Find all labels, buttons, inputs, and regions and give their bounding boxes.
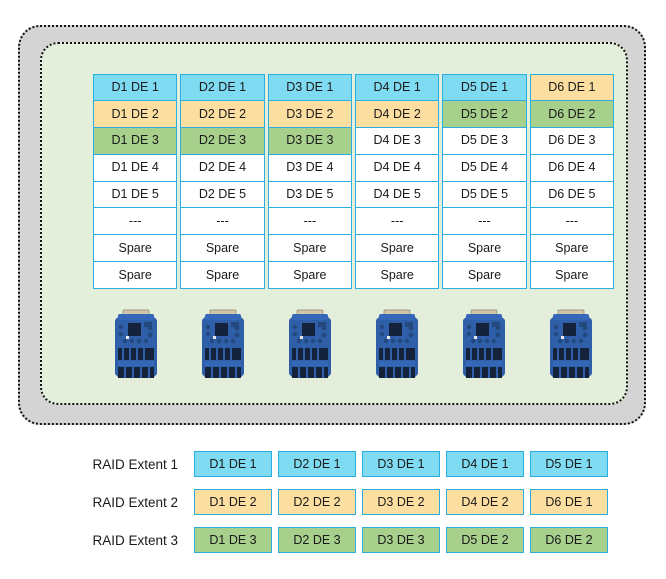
disk-extent-cell[interactable]: --- (267, 207, 352, 236)
raid-extent-label: RAID Extent 1 (92, 456, 178, 472)
disk-drive-icon (202, 309, 245, 378)
raid-extent-member-cell[interactable]: D1 DE 2 (194, 489, 272, 515)
drive-slot-d1[interactable] (93, 308, 180, 386)
disk-extent-cell[interactable]: D5 DE 1 (442, 74, 527, 101)
drive-slot-d2[interactable] (180, 308, 267, 386)
disk-extent-cell[interactable]: D6 DE 3 (529, 126, 614, 155)
disk-extent-cell[interactable]: Spare (442, 234, 527, 263)
disk-extent-cell[interactable]: Spare (93, 234, 178, 263)
disk-extent-cell[interactable]: D2 DE 1 (180, 74, 265, 101)
drive-slot-d6[interactable] (527, 308, 614, 386)
raid-extent-member-cell[interactable]: D6 DE 2 (530, 527, 608, 553)
disk-extent-cell[interactable]: --- (93, 207, 178, 236)
disk-drive-icon (289, 309, 332, 378)
disk-extent-cell[interactable]: D6 DE 5 (529, 180, 614, 209)
disk-extent-cell[interactable]: D3 DE 5 (267, 180, 352, 209)
disk-extent-cell[interactable]: D4 DE 1 (355, 74, 440, 101)
raid-extent-member-cell[interactable]: D1 DE 1 (194, 451, 272, 477)
raid-extent-member-cell[interactable]: D2 DE 3 (278, 527, 356, 553)
disk-extent-cell[interactable]: Spare (180, 261, 265, 289)
disk-drive-icon (462, 309, 505, 378)
disk-extent-cell[interactable]: D3 DE 1 (267, 74, 352, 101)
disk-extent-cell[interactable]: D1 DE 3 (93, 126, 178, 155)
disk-extent-cell[interactable]: D3 DE 4 (267, 153, 352, 182)
drive-slot-d4[interactable] (354, 308, 441, 386)
disk-extent-cell[interactable]: D2 DE 4 (180, 153, 265, 182)
raid-extent-label: RAID Extent 3 (92, 532, 178, 548)
disk-extent-cell[interactable]: D3 DE 3 (267, 126, 352, 155)
raid-extent-member-cell[interactable]: D2 DE 1 (278, 451, 356, 477)
raid-extent-member-cell[interactable]: D4 DE 2 (446, 489, 524, 515)
drive-slot-d5[interactable] (440, 308, 527, 386)
disk-extent-cell[interactable]: D4 DE 4 (355, 153, 440, 182)
raid-extent-member-cell[interactable]: D2 DE 2 (278, 489, 356, 515)
disk-extent-cell[interactable]: D2 DE 5 (180, 180, 265, 209)
disk-extent-cell[interactable]: D1 DE 5 (93, 180, 178, 209)
disk-extent-cell[interactable]: D1 DE 2 (93, 99, 178, 128)
disk-extent-cell[interactable]: Spare (267, 234, 352, 263)
disk-extent-cell[interactable]: --- (442, 207, 527, 236)
disk-extent-cell[interactable]: D6 DE 2 (529, 99, 614, 128)
disk-extent-cell[interactable]: Spare (180, 234, 265, 263)
disk-extent-cell[interactable]: --- (529, 207, 614, 236)
raid-extent-member-cell[interactable]: D4 DE 1 (446, 451, 524, 477)
disk-extent-cell[interactable]: D4 DE 2 (355, 99, 440, 128)
disk-extent-cell[interactable]: --- (355, 207, 440, 236)
disk-extent-cell[interactable]: D1 DE 4 (93, 153, 178, 182)
disk-extent-cell[interactable]: --- (180, 207, 265, 236)
raid-extent-member-cell[interactable]: D5 DE 2 (446, 527, 524, 553)
drive-icon-row (93, 308, 614, 386)
disk-extent-cell[interactable]: Spare (93, 261, 178, 289)
disk-extent-cell[interactable]: D6 DE 4 (529, 153, 614, 182)
disk-drive-icon (375, 309, 418, 378)
disk-drive-icon (549, 309, 592, 378)
disk-extent-cell[interactable]: D1 DE 1 (93, 74, 178, 101)
disk-extent-cell[interactable]: D5 DE 2 (442, 99, 527, 128)
disk-drive-icon (115, 309, 158, 378)
disk-extent-cell[interactable]: Spare (442, 261, 527, 289)
disk-extent-cell[interactable]: D4 DE 3 (355, 126, 440, 155)
raid-extent-member-cell[interactable]: D3 DE 3 (362, 527, 440, 553)
disk-extent-cell[interactable]: Spare (529, 234, 614, 263)
disk-extent-cell[interactable]: D3 DE 2 (267, 99, 352, 128)
disk-extent-cell[interactable]: Spare (355, 234, 440, 263)
disk-extent-cell[interactable]: Spare (355, 261, 440, 289)
disk-extent-cell[interactable]: D2 DE 3 (180, 126, 265, 155)
disk-extent-cell[interactable]: Spare (529, 261, 614, 289)
raid-extent-member-cell[interactable]: D5 DE 1 (530, 451, 608, 477)
raid-extent-label: RAID Extent 2 (92, 494, 178, 510)
drive-slot-d3[interactable] (267, 308, 354, 386)
disk-extent-cell[interactable]: D5 DE 5 (442, 180, 527, 209)
disk-extent-cell[interactable]: D5 DE 4 (442, 153, 527, 182)
raid-extent-member-cell[interactable]: D1 DE 3 (194, 527, 272, 553)
disk-extent-cell[interactable]: D5 DE 3 (442, 126, 527, 155)
raid-extent-member-cell[interactable]: D3 DE 1 (362, 451, 440, 477)
disk-extent-cell[interactable]: D6 DE 1 (529, 74, 614, 101)
disk-extent-cell[interactable]: D4 DE 5 (355, 180, 440, 209)
disk-extent-cell[interactable]: Spare (267, 261, 352, 289)
disk-extent-cell[interactable]: D2 DE 2 (180, 99, 265, 128)
raid-extent-member-cell[interactable]: D3 DE 2 (362, 489, 440, 515)
raid-extent-member-cell[interactable]: D6 DE 1 (530, 489, 608, 515)
